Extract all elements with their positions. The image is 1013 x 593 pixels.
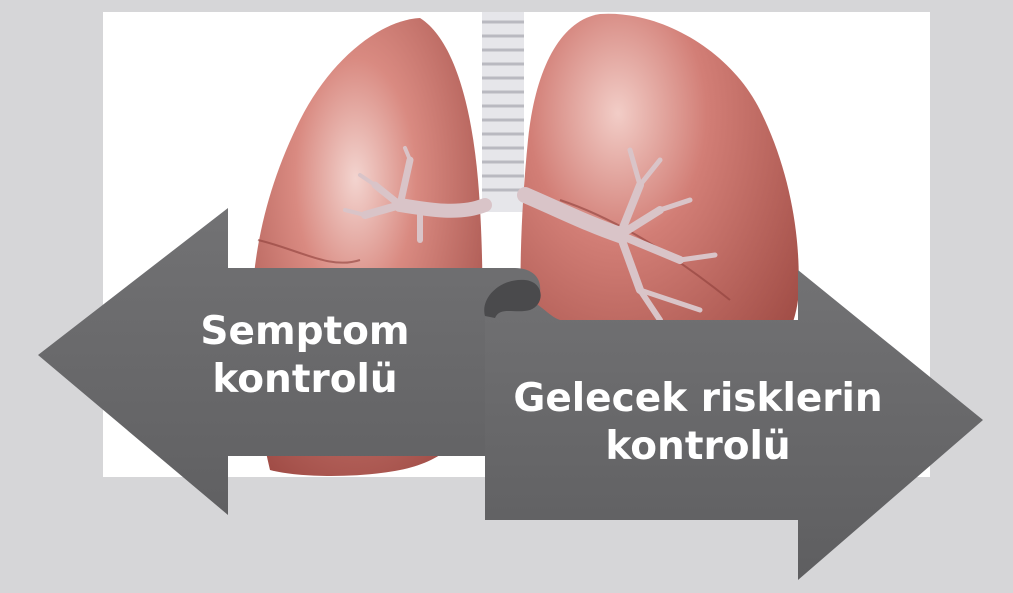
right-arrow-label-line2: kontrolü bbox=[478, 423, 918, 471]
left-arrow-label: Semptom kontrolü bbox=[150, 308, 460, 403]
trachea bbox=[482, 12, 524, 212]
right-arrow-label-line1: Gelecek risklerin bbox=[478, 375, 918, 423]
left-arrow-label-line1: Semptom bbox=[150, 308, 460, 356]
left-arrow-label-line2: kontrolü bbox=[150, 356, 460, 404]
right-arrow-label: Gelecek risklerin kontrolü bbox=[478, 375, 918, 470]
